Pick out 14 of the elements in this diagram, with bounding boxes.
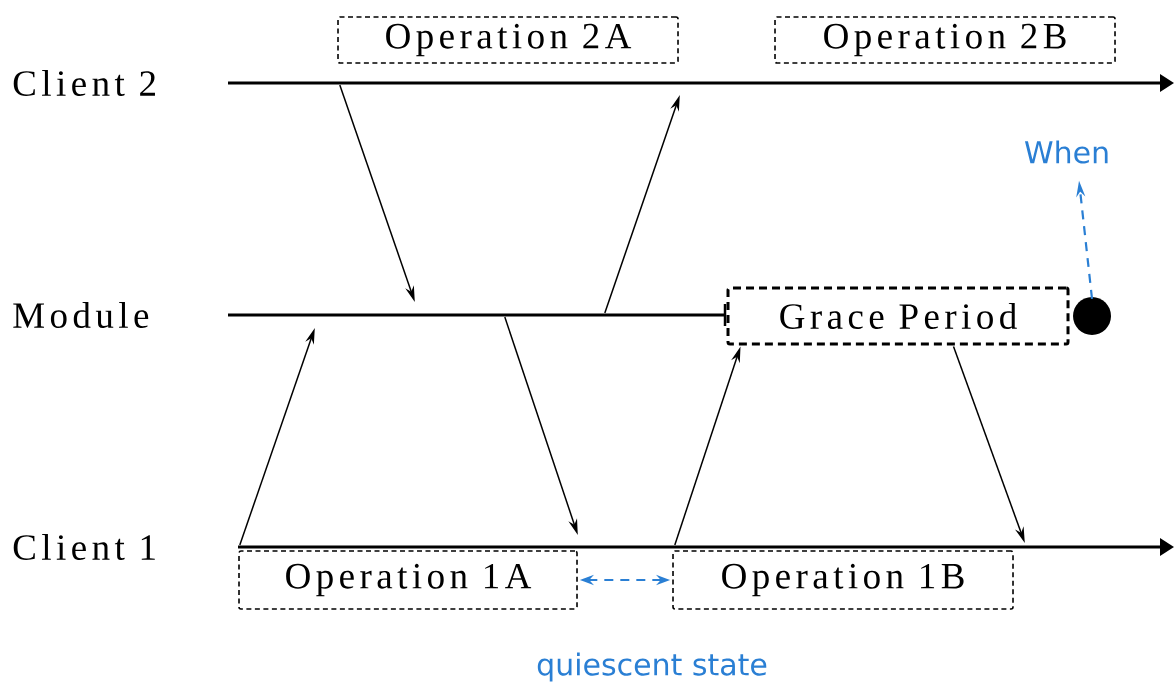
dot bbox=[1073, 297, 1111, 335]
timeline bbox=[238, 538, 1174, 556]
period-box: Grace Period bbox=[726, 286, 1070, 346]
operation-box: Operation 2A bbox=[337, 16, 679, 64]
timeline bbox=[228, 74, 1174, 92]
annotation-text: quiescent state bbox=[537, 652, 767, 682]
timeline bbox=[228, 304, 727, 326]
annotation-text: When bbox=[1024, 140, 1108, 164]
timeline-label: Client 1 bbox=[13, 534, 155, 560]
operation-box: Operation 1A bbox=[238, 550, 578, 610]
timeline-label: Client 2 bbox=[13, 70, 155, 96]
operation-box: Operation 1B bbox=[672, 550, 1014, 610]
timeline-label: Module bbox=[13, 302, 149, 328]
operation-box: Operation 2B bbox=[774, 16, 1116, 64]
